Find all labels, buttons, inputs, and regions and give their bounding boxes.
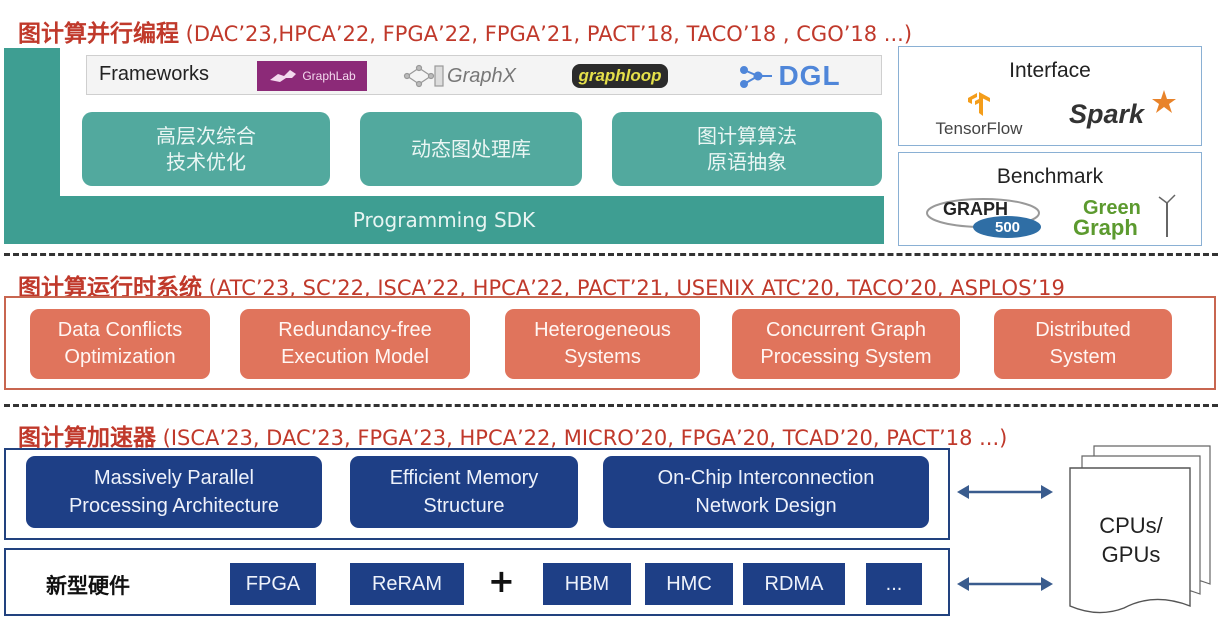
spark-logo: Spark — [1069, 90, 1189, 139]
programming-sdk-bar: Programming SDK — [4, 196, 884, 244]
dynamic-graph-library-box: 动态图处理库 — [360, 112, 582, 186]
spark-star-icon — [1152, 90, 1176, 113]
hls-optimization-box: 高层次综合 技术优化 — [82, 112, 330, 186]
programming-sdk-label: Programming SDK — [352, 208, 536, 232]
on-chip-interconnection-box: On-Chip Interconnection Network Design — [603, 456, 929, 528]
tensorflow-logo: TensorFlow — [919, 91, 1039, 141]
data-conflicts-box: Data Conflicts Optimization — [30, 309, 210, 379]
graphx-network-icon — [403, 64, 444, 88]
dgl-graph-icon — [740, 66, 773, 88]
hw-reram: ReRAM — [350, 563, 464, 605]
green-graph-logo: Green Graph — [1069, 194, 1179, 243]
graphlab-animal-icon — [270, 70, 297, 82]
distributed-system-box: Distributed System — [994, 309, 1172, 379]
graphx-logo: GraphX — [387, 61, 532, 91]
section-divider-2 — [4, 404, 1218, 407]
accelerator-section-title: 图计算加速器 (ISCA’23, DAC’23, FPGA’23, HPCA’2… — [18, 418, 1007, 452]
hw-more: ... — [866, 563, 922, 605]
cpus-gpus-label: CPUs/ GPUs — [1099, 513, 1163, 567]
benchmark-panel: Benchmark GRAPH 500 Green Graph — [898, 152, 1202, 246]
graphlab-logo: GraphLab — [257, 61, 367, 91]
interface-panel: Interface TensorFlow Spark — [898, 46, 1202, 146]
programming-section-title: 图计算并行编程 (DAC’23,HPCA’22, FPGA’22, FPGA’2… — [18, 14, 912, 48]
hardware-label: 新型硬件 — [46, 574, 130, 598]
double-arrow-hardware-icon — [957, 577, 1053, 591]
wind-turbine-icon — [1158, 194, 1176, 237]
interface-title: Interface — [1009, 59, 1091, 82]
cpus-gpus-document-stack-icon — [1069, 445, 1211, 614]
double-arrow-accelerator-icon — [957, 485, 1053, 499]
graphloop-logo: graphloop — [555, 61, 685, 91]
plus-sign: + — [488, 562, 515, 600]
dgl-logo: DGL — [707, 60, 872, 91]
frameworks-row: Frameworks GraphLab GraphX graphloop DGL — [86, 55, 882, 95]
accelerator-title: 图计算加速器 — [18, 425, 156, 451]
hw-rdma: RDMA — [743, 563, 845, 605]
graph-algorithm-primitives-box: 图计算算法 原语抽象 — [612, 112, 882, 186]
redundancy-free-box: Redundancy-free Execution Model — [240, 309, 470, 379]
heterogeneous-systems-box: Heterogeneous Systems — [505, 309, 700, 379]
accelerator-refs: (ISCA’23, DAC’23, FPGA’23, HPCA’22, MICR… — [156, 426, 1008, 450]
concurrent-graph-box: Concurrent Graph Processing System — [732, 309, 960, 379]
section-divider-1 — [4, 253, 1218, 256]
hw-hmc: HMC — [645, 563, 733, 605]
benchmark-title: Benchmark — [996, 165, 1104, 188]
programming-refs: (DAC’23,HPCA’22, FPGA’22, FPGA’21, PACT’… — [179, 22, 913, 46]
graph500-swoosh-icon — [926, 198, 1041, 238]
efficient-memory-box: Efficient Memory Structure — [350, 456, 578, 528]
programming-title: 图计算并行编程 — [18, 21, 179, 47]
tensorflow-icon — [968, 92, 990, 116]
graph500-logo: GRAPH 500 — [925, 193, 1045, 243]
massively-parallel-box: Massively Parallel Processing Architectu… — [26, 456, 322, 528]
frameworks-label: Frameworks — [99, 63, 210, 85]
hw-fpga: FPGA — [230, 563, 316, 605]
hw-hbm: HBM — [543, 563, 631, 605]
